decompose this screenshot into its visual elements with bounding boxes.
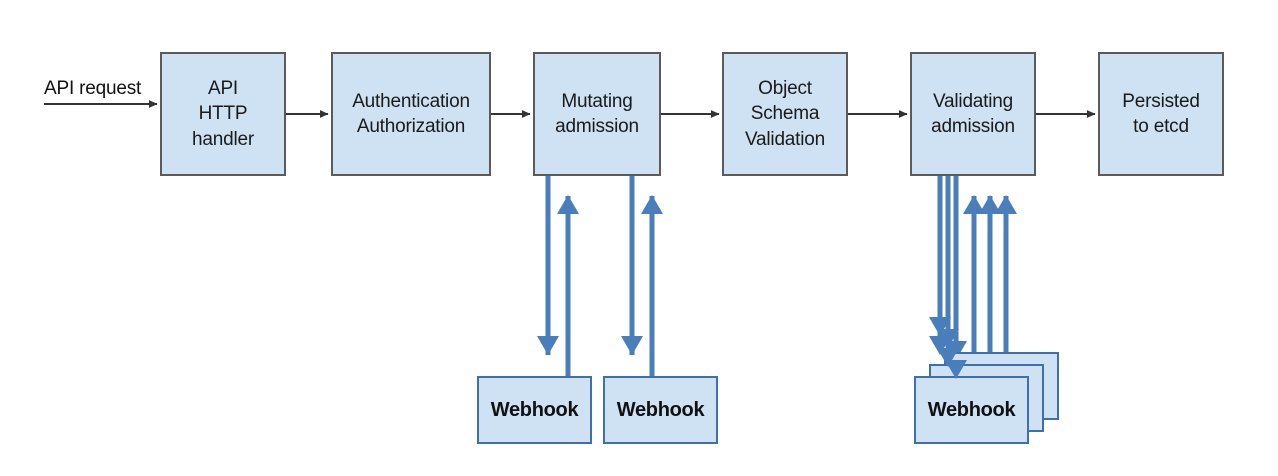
arrowhead-validating-call-webhook-1 <box>945 360 967 379</box>
api-request-label: API request <box>44 78 142 99</box>
webhook-box-validating-1-label: Webhook <box>927 398 1016 421</box>
webhook-box-mutating-1[interactable]: Webhook <box>477 376 592 444</box>
node-persisted-to-etcd[interactable]: Persisted to etcd <box>1098 52 1224 176</box>
node-object-schema-validation-label: Object Schema Validation <box>744 78 826 150</box>
node-api-http-handler-label: API HTTP handler <box>192 78 254 150</box>
webhook-box-mutating-2-label: Webhook <box>616 398 705 421</box>
webhook-box-mutating-1-label: Webhook <box>490 398 579 421</box>
node-object-schema-validation[interactable]: Object Schema Validation <box>722 52 848 176</box>
node-authentication-label: Authentication Authorization <box>352 90 470 137</box>
webhook-box-mutating-2[interactable]: Webhook <box>603 376 718 444</box>
node-api-http-handler[interactable]: API HTTP handler <box>160 52 286 176</box>
node-validating-admission[interactable]: Validating admission <box>910 52 1036 176</box>
webhook-box-validating-1[interactable]: Webhook <box>914 376 1029 444</box>
node-persisted-to-etcd-label: Persisted to etcd <box>1122 90 1200 137</box>
node-mutating-admission[interactable]: Mutating admission <box>533 52 661 176</box>
node-authentication[interactable]: Authentication Authorization <box>331 52 491 176</box>
node-validating-admission-label: Validating admission <box>931 90 1015 137</box>
node-mutating-admission-label: Mutating admission <box>555 90 639 137</box>
